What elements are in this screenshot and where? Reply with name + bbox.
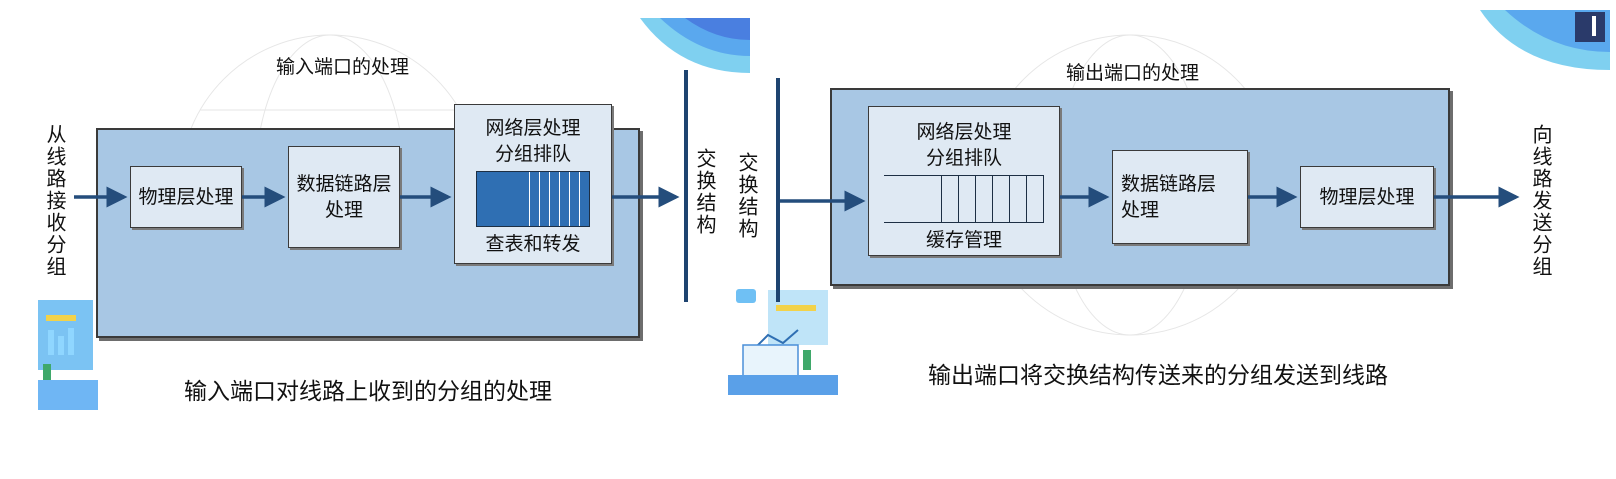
output-packet-queue	[884, 175, 1044, 223]
queue-slot	[958, 176, 975, 222]
output-physical-layer-label: 物理层处理	[1319, 186, 1415, 208]
queue-slot	[549, 172, 559, 226]
output-network-label-line2: 分组排队	[925, 147, 1002, 169]
input-switch-fabric-label: 交换结构	[693, 148, 717, 236]
output-datalink-layer-box: 数据链路层 处理	[1112, 150, 1248, 244]
output-network-label-line1: 网络层处理	[916, 121, 1012, 143]
output-port-title: 输出端口的处理	[1066, 62, 1200, 84]
corner-decoration-top-right-panel	[1480, 10, 1610, 70]
send-to-line-label: 向线路发送分组	[1529, 124, 1553, 278]
queue-slot	[539, 172, 549, 226]
input-switch-fabric-line	[684, 70, 688, 302]
input-network-label-line2: 分组排队	[494, 143, 571, 165]
queue-slot	[579, 172, 589, 226]
input-datalink-label-line2: 处理	[324, 199, 363, 221]
queue-slot	[1009, 176, 1026, 222]
queue-slot	[992, 176, 1009, 222]
output-buffer-management-label: 缓存管理	[925, 229, 1002, 251]
queue-slot	[569, 172, 579, 226]
input-physical-layer-label: 物理层处理	[138, 186, 234, 208]
dashboard-illustration-left	[38, 300, 98, 410]
output-physical-layer-box: 物理层处理	[1300, 166, 1434, 228]
output-datalink-label-line1: 数据链路层	[1121, 173, 1217, 195]
input-port-title: 输入端口的处理	[276, 56, 410, 78]
queue-slot	[529, 172, 539, 226]
output-network-layer-box: 网络层处理 分组排队 缓存管理	[868, 106, 1060, 256]
input-port-caption: 输入端口对线路上收到的分组的处理	[184, 379, 552, 405]
output-switch-fabric-label: 交换结构	[735, 152, 759, 240]
input-network-layer-box: 网络层处理 分组排队 查表和转发	[454, 104, 612, 264]
input-physical-layer-box: 物理层处理	[130, 166, 242, 228]
input-lookup-forward-label: 查表和转发	[485, 233, 581, 255]
queue-slot	[1026, 176, 1044, 222]
input-datalink-layer-box: 数据链路层 处理	[288, 146, 400, 248]
queue-slot	[941, 176, 958, 222]
output-port-caption: 输出端口将交换结构传送来的分组发送到线路	[928, 363, 1388, 389]
input-network-label-line1: 网络层处理	[485, 117, 581, 139]
output-datalink-label-line2: 处理	[1121, 199, 1160, 221]
input-packet-queue	[476, 171, 590, 227]
queue-slot	[559, 172, 569, 226]
input-datalink-label-line1: 数据链路层	[296, 173, 392, 195]
output-switch-fabric-line	[776, 78, 780, 302]
corner-decoration-top-left-panel	[640, 18, 750, 73]
queue-slot	[975, 176, 992, 222]
receive-from-line-label: 从线路接收分组	[43, 124, 67, 278]
